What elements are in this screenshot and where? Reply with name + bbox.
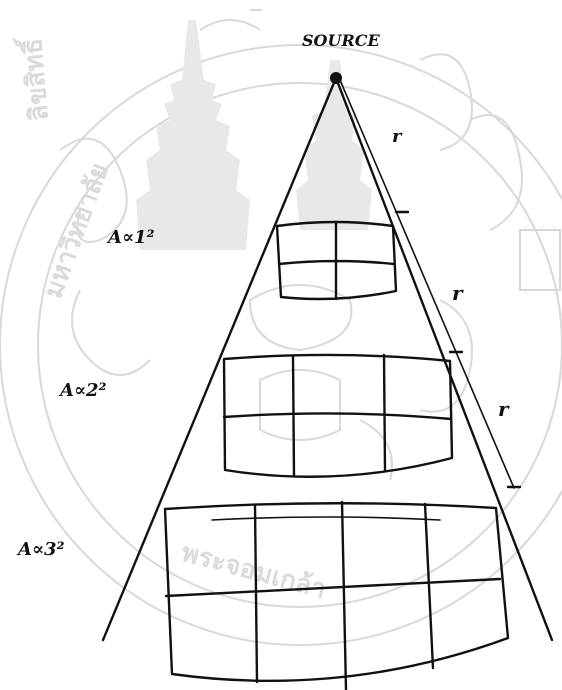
- area-label-1: A∝1²: [106, 227, 155, 248]
- surface-3-grid: [166, 502, 500, 690]
- area-label-2: A∝2²: [58, 380, 107, 401]
- svg-text:ลิขสิทธิ์: ลิขสิทธิ์: [12, 35, 55, 123]
- surface-1-grid: [279, 222, 394, 299]
- area-label-3: A∝3²: [16, 539, 65, 560]
- surface-3-sketch-line: [212, 517, 440, 520]
- distance-label-2: r: [452, 281, 464, 305]
- source-label: SOURCE: [302, 31, 380, 50]
- distance-label-1: r: [392, 126, 403, 147]
- surface-3-outline: [165, 503, 508, 681]
- distance-scale: [340, 80, 520, 488]
- surface-3: [165, 502, 508, 690]
- distance-label-3: r: [498, 397, 510, 421]
- surface-2-grid: [224, 355, 451, 476]
- surface-2: [224, 355, 452, 477]
- distance-line: [340, 80, 514, 488]
- watermark-seal: ลิขสิทธิ์ มหาวิทยาลัย พระจอมเกล้า: [0, 10, 562, 645]
- surface-1: [277, 222, 396, 299]
